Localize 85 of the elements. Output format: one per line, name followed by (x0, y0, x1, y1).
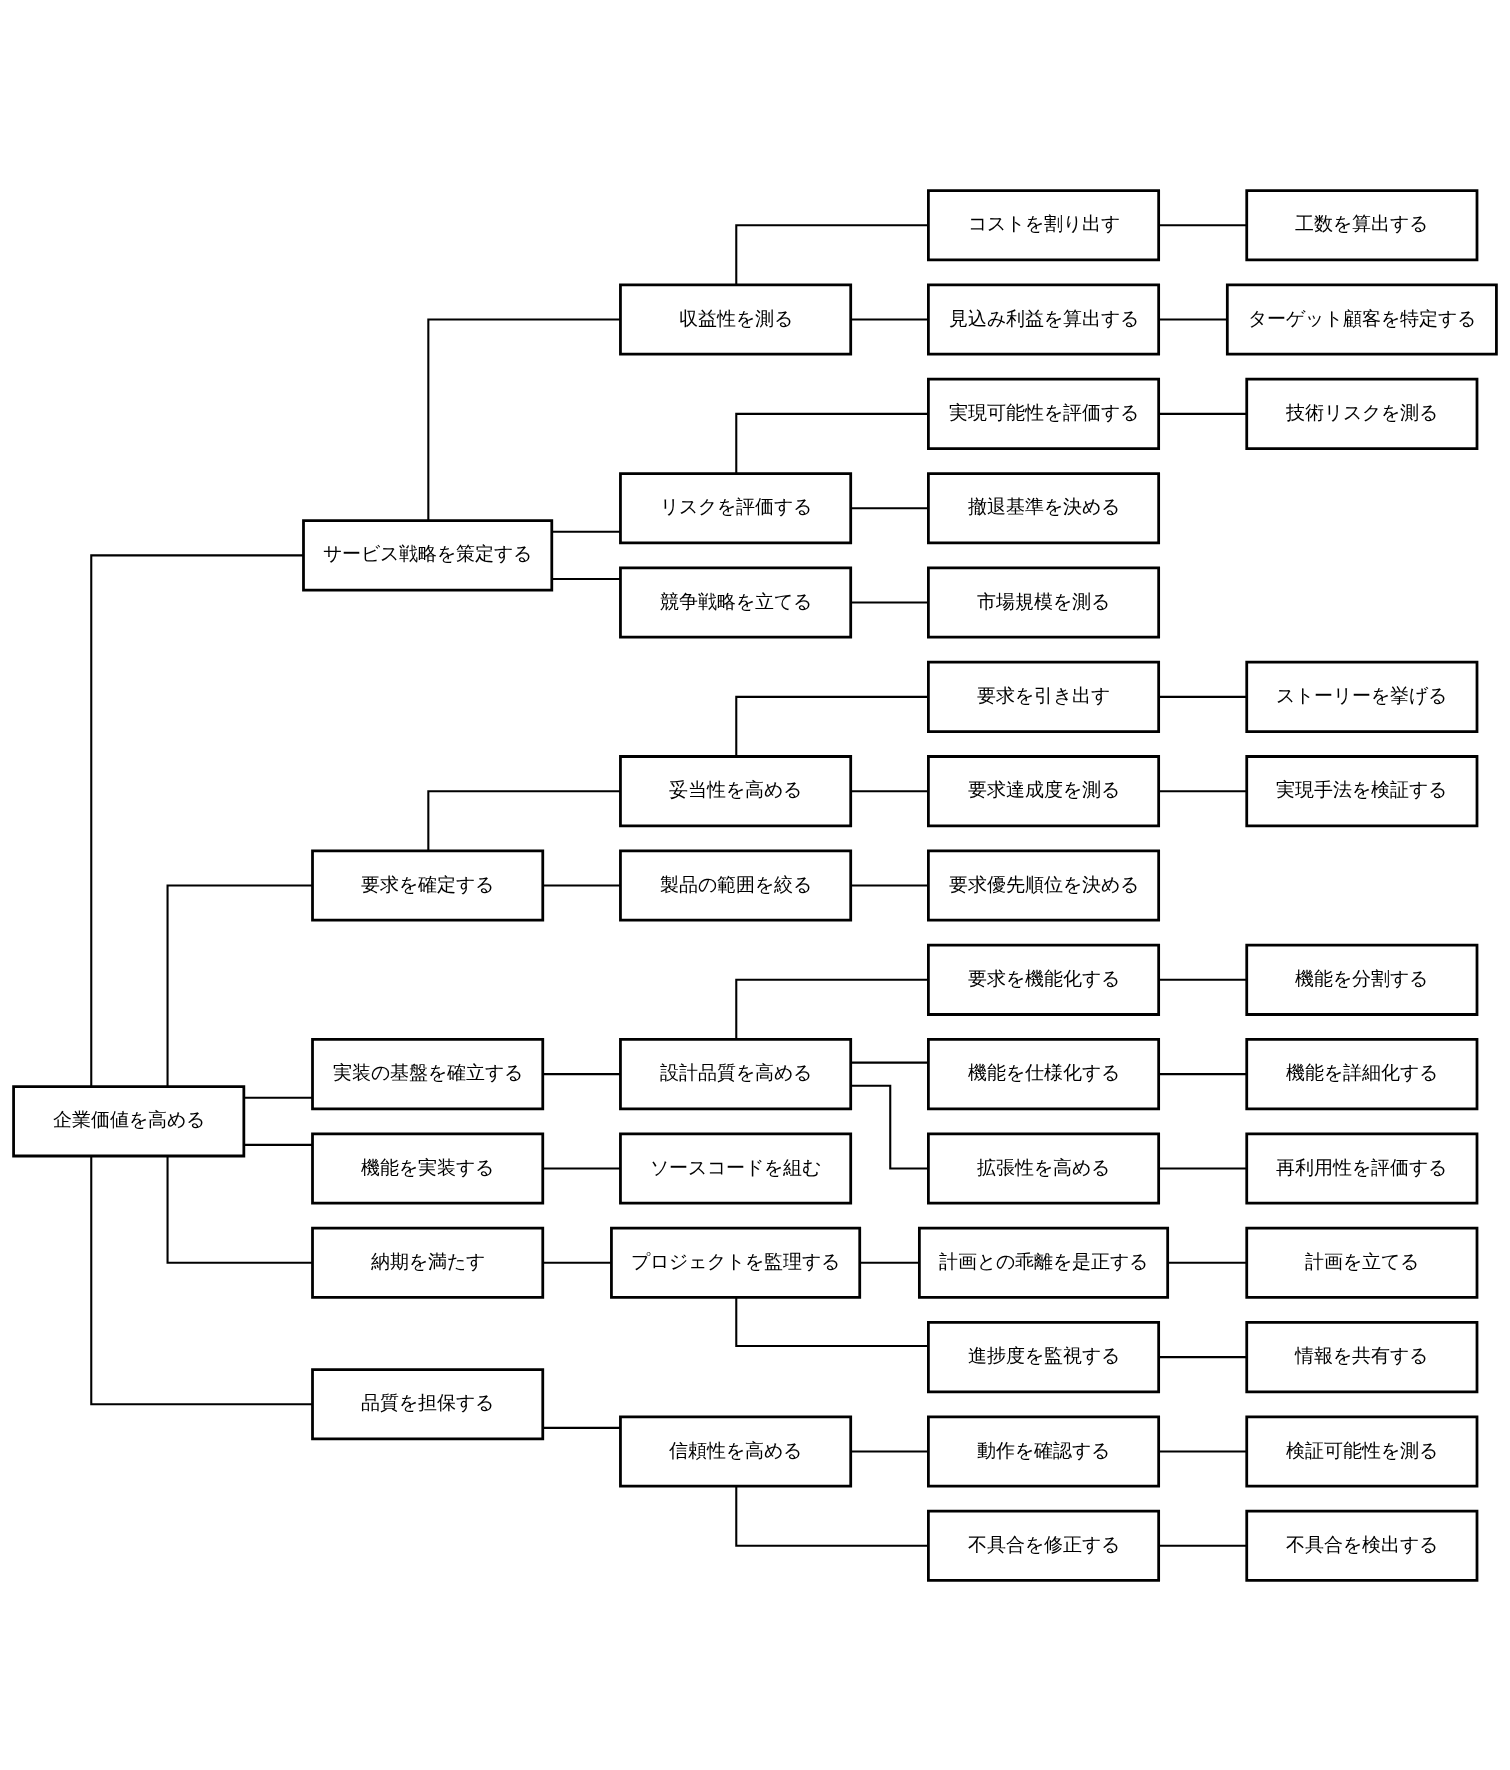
connector (1158, 978, 1247, 981)
node-box: 要求優先順位を決める (927, 848, 1161, 922)
connector (427, 318, 621, 521)
connector (1168, 1261, 1247, 1264)
connector (1158, 1355, 1247, 1358)
connector (735, 223, 929, 284)
node-box: 情報を共有する (1245, 1320, 1479, 1393)
node-box: 市場規模を測る (927, 565, 1161, 639)
node-box: 機能を詳細化する (1245, 1037, 1479, 1110)
node-box: 収益性を測る (619, 283, 853, 356)
connector (90, 553, 304, 1086)
connector (552, 530, 621, 533)
connector (735, 1297, 929, 1347)
connector (851, 883, 929, 887)
node-box: 要求を引き出す (927, 660, 1161, 733)
node-box: 設計品質を高める (619, 1037, 853, 1110)
node-box: 信頼性を高める (619, 1414, 853, 1487)
node-box: コストを割り出す (927, 188, 1161, 261)
connector (166, 883, 313, 1086)
node-box: 要求を機能化する (927, 943, 1161, 1016)
node-box: 不具合を修正する (927, 1509, 1161, 1582)
node-box: 競争戦略を立てる (619, 565, 853, 639)
connector (243, 1096, 313, 1099)
node-box: 動作を確認する (927, 1414, 1161, 1487)
connector (243, 1143, 313, 1146)
connector (552, 577, 621, 580)
node-box: プロジェクトを監理する (610, 1226, 862, 1299)
connector (735, 412, 929, 473)
node-box: 再利用性を評価する (1245, 1131, 1479, 1205)
node-box: 実現手法を検証する (1245, 754, 1479, 827)
node-box: 見込み利益を算出する (927, 283, 1161, 356)
connector (735, 1486, 929, 1547)
node-box: 納期を満たす (311, 1226, 545, 1299)
connector (543, 1261, 612, 1264)
connector (735, 978, 929, 1039)
node-box: 妥当性を高める (619, 754, 853, 827)
node-box: リスクを評価する (619, 471, 853, 544)
node-box: ターゲット顧客を特定する (1225, 283, 1498, 356)
connector (859, 1261, 920, 1264)
connector (1158, 695, 1247, 698)
node-box: 機能を仕様化する (927, 1037, 1161, 1110)
connector (543, 883, 621, 887)
node-box: サービス戦略を策定する (302, 518, 554, 591)
connector (1158, 1166, 1247, 1169)
connector (851, 506, 929, 509)
node-box: 機能を実装する (311, 1131, 545, 1205)
connector (1158, 1072, 1247, 1075)
node-box: 製品の範囲を絞る (619, 848, 853, 922)
node-box: 計画を立てる (1245, 1226, 1479, 1299)
connector (1158, 318, 1227, 321)
connector (543, 1426, 621, 1429)
connector (850, 1084, 929, 1169)
connector (1158, 1449, 1247, 1452)
node-box: 検証可能性を測る (1245, 1414, 1479, 1487)
connector (543, 1166, 621, 1169)
node-box: 計画との乖離を是正する (918, 1226, 1170, 1299)
node-box: 工数を算出する (1245, 188, 1479, 261)
node-box: ソースコードを組む (619, 1131, 853, 1205)
connector (851, 318, 929, 321)
connector (90, 1155, 313, 1405)
node-box: 実装の基盤を確立する (311, 1037, 545, 1110)
connector (427, 789, 621, 850)
node-box: 進捗度を監視する (927, 1320, 1161, 1393)
connector (851, 789, 929, 792)
connector (851, 1449, 929, 1452)
connector (1158, 789, 1247, 792)
node-box: 機能を分割する (1245, 943, 1479, 1016)
connector (735, 695, 929, 756)
node-box: ストーリーを挙げる (1245, 660, 1479, 733)
node-box: 不具合を検出する (1245, 1509, 1479, 1582)
connector (1158, 1544, 1247, 1547)
node-box: 撤退基準を決める (927, 471, 1161, 544)
node-box: 企業価値を高める (12, 1084, 246, 1157)
node-box: 技術リスクを測る (1245, 377, 1479, 450)
connector (543, 1072, 621, 1075)
connector (851, 1061, 929, 1064)
node-box: 要求を確定する (311, 848, 545, 922)
connector (1158, 223, 1247, 226)
connector (166, 1155, 313, 1264)
node-box: 品質を担保する (311, 1367, 545, 1440)
connector (1158, 412, 1247, 415)
node-box: 要求達成度を測る (927, 754, 1161, 827)
node-box: 拡張性を高める (927, 1131, 1161, 1205)
node-box: 実現可能性を評価する (927, 377, 1161, 450)
connector (851, 601, 929, 604)
